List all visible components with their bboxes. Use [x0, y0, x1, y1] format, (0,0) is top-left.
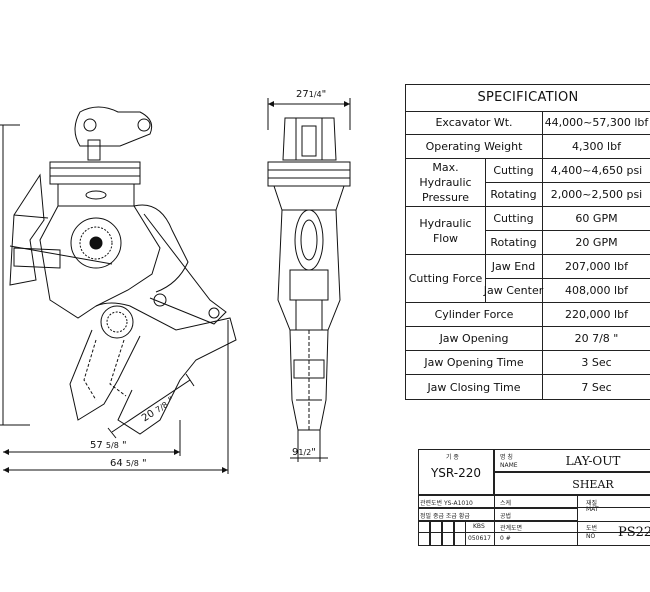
sub-value: SHEAR	[572, 478, 614, 491]
material-kr-label: 재질	[586, 500, 598, 507]
bottom-width-whole: 9	[292, 447, 299, 458]
spec-row-excavator: Excavator Wt. 44,000~57,300 lbf	[406, 111, 650, 135]
length-1-whole: 57	[90, 440, 103, 451]
name-value: LAY-OUT	[565, 454, 621, 468]
date-value: 050617	[468, 535, 491, 542]
flow-label-line2: Flow	[432, 231, 459, 245]
top-width-unit: "	[321, 89, 327, 100]
length-2-whole: 64	[110, 458, 123, 469]
spec-row-jaw-close-time: Jaw Closing Time 7 Sec	[406, 375, 650, 399]
length-1-unit: "	[121, 440, 127, 451]
bottom-width-frac: 1/2	[298, 448, 312, 457]
flow-rotating-label: Rotating	[490, 236, 537, 249]
scale-label: 스케	[500, 500, 512, 507]
pressure-label-line2: Pressure	[422, 191, 469, 204]
length-2-frac: 5/8	[125, 459, 139, 468]
pressure-cutting-label: Cutting	[493, 164, 534, 177]
cutting-force-label: Cutting Force	[408, 272, 483, 285]
spec-row-jaw-end: Jaw End 207,000 lbf	[485, 255, 650, 279]
flow-label: Hydraulic Flow	[406, 207, 485, 254]
operating-value: 4,300 lbf	[572, 140, 621, 153]
pressure-rotating-label: Rotating	[490, 188, 537, 201]
spec-row-jaw-center: Jaw Center 408,000 lbf	[483, 279, 650, 303]
jaw-center-value: 408,000 lbf	[565, 284, 628, 297]
class-label: 공법	[500, 513, 512, 520]
zero-value: 0 #	[500, 535, 511, 542]
shear-side-view	[0, 106, 237, 474]
spec-row-jaw-opening: Jaw Opening 20 7/8 "	[406, 327, 650, 351]
title-block: 기 종 YSR-220 명 칭 NAME LAY-OUT SHEAR 관련도번 …	[418, 449, 650, 546]
jaw-open-time-value: 3 Sec	[581, 356, 612, 369]
name-kr-label: 명 칭	[500, 454, 513, 461]
jaw-end-label: Jaw End	[491, 260, 536, 273]
pressure-label: Max. Hydraulic Pressure	[406, 159, 485, 206]
spec-row-pressure-rotating: Rotating 2,000~2,500 psi	[485, 183, 650, 207]
drawing-number: PS22	[618, 525, 650, 540]
ref-label: 관련도번 YS-A1010	[420, 500, 473, 507]
jaw-open-time-label: Jaw Opening Time	[424, 356, 524, 369]
spec-title: SPECIFICATION	[406, 85, 650, 112]
length-1-dimension: 57 5/8 "	[90, 440, 127, 451]
operating-label: Operating Weight	[425, 140, 523, 153]
length-2-dimension: 64 5/8 "	[110, 458, 147, 469]
specification-table: SPECIFICATION Excavator Wt. 44,000~57,30…	[405, 84, 650, 400]
bottom-width-unit: "	[311, 447, 316, 458]
spec-row-cylinder: Cylinder Force 220,000 lbf	[406, 303, 650, 327]
top-width-frac: 1/4	[308, 90, 322, 99]
model-value: YSR-220	[430, 466, 482, 480]
jaw-end-value: 207,000 lbf	[565, 260, 628, 273]
jaw-close-time-value: 7 Sec	[581, 380, 612, 394]
spec-row-flow-cutting: Cutting 60 GPM	[485, 207, 650, 231]
flow-cutting-label: Cutting	[493, 212, 534, 225]
model-kr-label: 기 종	[446, 454, 459, 461]
jaw-opening-value: 20 7/8 "	[574, 332, 619, 345]
cylinder-label: Cylinder Force	[434, 308, 514, 321]
tolerance-label: 정밀 중급 조급 황급	[420, 513, 470, 520]
flow-label-line1: Hydraulic	[419, 216, 472, 230]
shear-front-view	[267, 98, 351, 462]
excavator-value: 44,000~57,300 lbf	[544, 116, 649, 129]
no-kr-label: 도번	[586, 525, 598, 532]
spec-row-pressure-cutting: Cutting 4,400~4,650 psi	[485, 159, 650, 183]
length-1-frac: 5/8	[105, 441, 119, 450]
name-en-label: NAME	[500, 462, 518, 469]
jaw-opening-label: Jaw Opening	[439, 332, 509, 345]
material-en-label: MAT	[586, 506, 599, 513]
top-width-whole: 27	[296, 89, 309, 100]
kbs-label: KBS	[473, 523, 485, 530]
spec-row-jaw-open-time: Jaw Opening Time 3 Sec	[406, 351, 650, 375]
pressure-cutting-value: 4,400~4,650 psi	[550, 164, 643, 177]
pressure-rotating-value: 2,000~2,500 psi	[550, 188, 643, 201]
drawing-label: 관계도면	[500, 525, 523, 532]
length-2-unit: "	[141, 458, 147, 469]
no-en-label: NO	[586, 533, 596, 540]
cylinder-value: 220,000 lbf	[565, 308, 628, 321]
bottom-width-dimension: 91/2"	[292, 447, 316, 458]
jaw-center-label: Jaw Center	[483, 284, 544, 297]
flow-cutting-value: 60 GPM	[575, 212, 618, 225]
spec-row-flow-rotating: Rotating 20 GPM	[485, 231, 650, 255]
jaw-close-time-label: Jaw Closing Time	[427, 380, 521, 394]
pressure-label-line1: Max. Hydraulic	[419, 161, 472, 189]
excavator-label: Excavator Wt.	[435, 116, 513, 129]
top-width-dimension: 271/4"	[296, 89, 326, 100]
spec-row-operating: Operating Weight 4,300 lbf	[406, 135, 650, 159]
flow-rotating-value: 20 GPM	[575, 236, 618, 249]
